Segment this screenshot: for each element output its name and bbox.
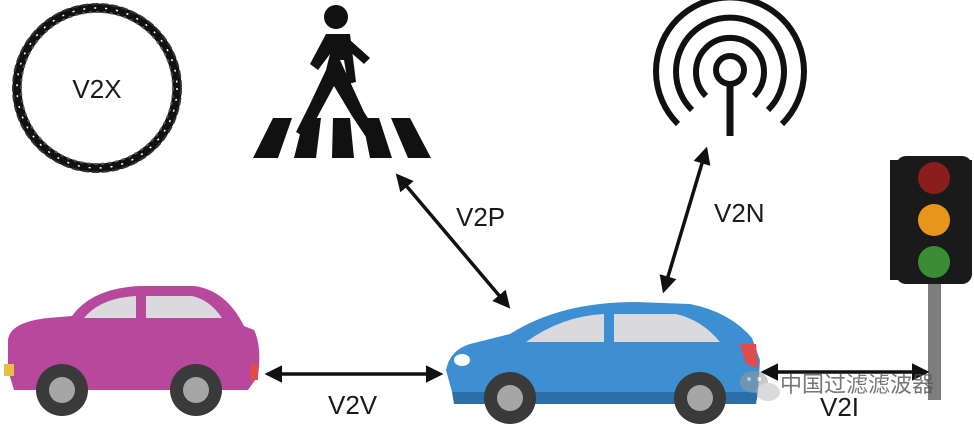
v2i-label: V2I [820, 392, 859, 422]
pedestrian-crossing-icon [253, 5, 431, 158]
traffic-light-icon [890, 156, 972, 400]
v2p-label: V2P [456, 202, 505, 232]
antenna-signal-icon [653, 0, 807, 136]
v2x-title: V2X [72, 74, 121, 104]
v2x-circle [12, 3, 182, 173]
blue-car-icon [446, 302, 760, 424]
v2n-arrow [659, 146, 711, 294]
v2p-arrow [395, 173, 511, 309]
pink-car-icon [4, 286, 260, 416]
v2n-label: V2N [714, 198, 765, 228]
wechat-icon [740, 371, 780, 401]
v2v-label: V2V [328, 390, 378, 420]
watermark-text: 中国过滤滤波器 [780, 373, 934, 398]
